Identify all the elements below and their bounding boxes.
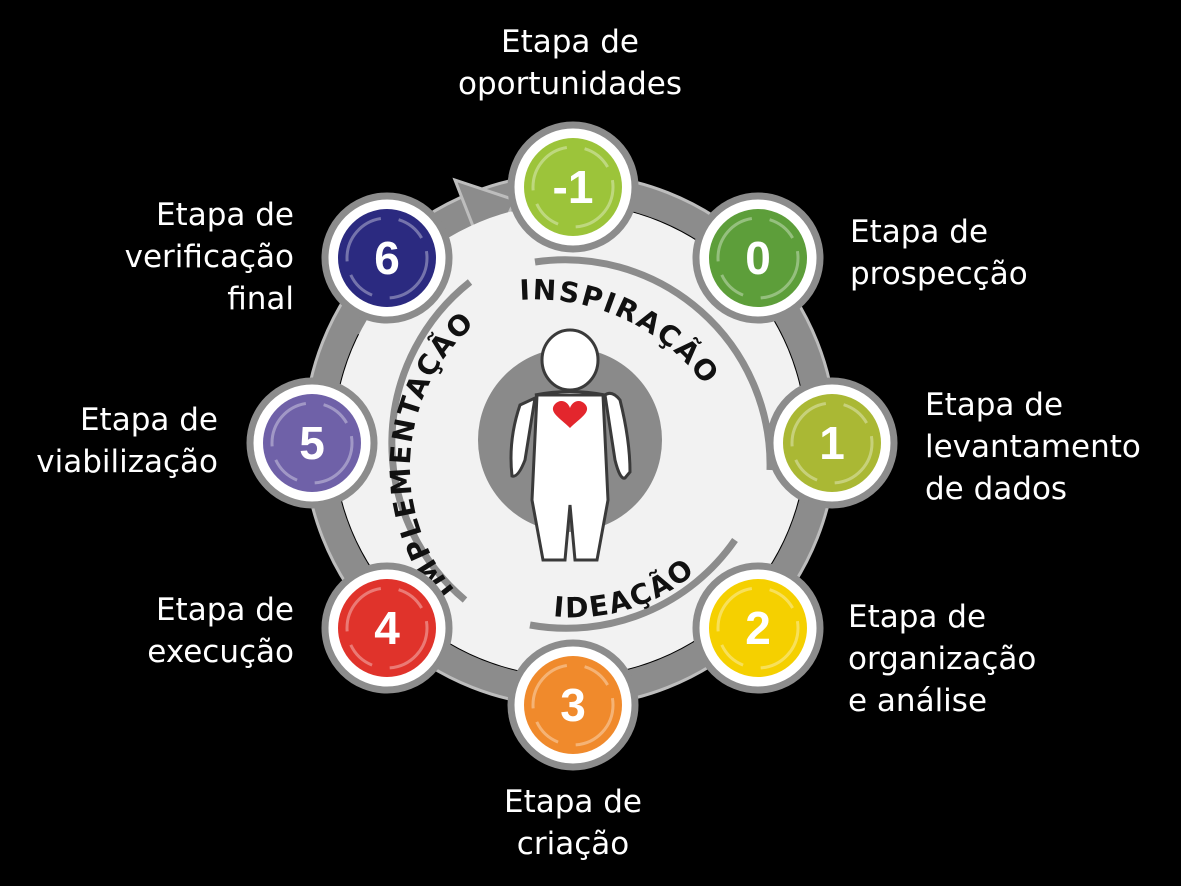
stage-label-line: Etapa de <box>80 402 218 438</box>
ideation-arc <box>529 538 738 632</box>
stage-node-6: 6 <box>321 192 453 324</box>
stage-node-brush <box>790 401 874 485</box>
stage-node-5: 5 <box>246 377 378 509</box>
stage-label--1: Etapa de oportunidades <box>458 24 682 102</box>
inspiration-arc <box>534 256 774 471</box>
stage-node-brush <box>716 216 800 300</box>
stage-node-fill <box>783 394 881 492</box>
stage-number: 2 <box>745 602 771 654</box>
stage-label-line: verificação <box>125 239 294 275</box>
stage-label-line: viabilização <box>36 444 218 480</box>
stage-number: 4 <box>374 602 400 654</box>
stage-node-brush <box>531 663 615 747</box>
stage-node-fill <box>338 579 436 677</box>
stage-number: 0 <box>745 232 771 284</box>
stage-node-4: 4 <box>321 562 453 694</box>
stage-node-fill <box>263 394 361 492</box>
stage-number: 6 <box>374 232 400 284</box>
stage-node--1: -1 <box>507 121 639 253</box>
stage-label-3: Etapa de criação <box>504 784 642 862</box>
stage-number: -1 <box>553 161 594 213</box>
stage-label-line: final <box>227 281 294 317</box>
stage-label-line: Etapa de <box>925 387 1063 423</box>
stage-label-line: Etapa de <box>850 214 988 250</box>
stage-label-5: Etapa de viabilização <box>36 402 218 480</box>
stage-label-line: criação <box>517 826 629 862</box>
heart-icon <box>552 401 588 428</box>
stage-label-2: Etapa de organização e análise <box>848 599 1036 719</box>
stage-number: 5 <box>299 417 325 469</box>
stage-node-2: 2 <box>692 562 824 694</box>
stage-node-fill <box>524 138 622 236</box>
stage-node-0: 0 <box>692 192 824 324</box>
stage-node-fill <box>709 209 807 307</box>
person-figure-icon <box>509 328 632 562</box>
stage-number: 3 <box>560 679 586 731</box>
implementation-arc <box>388 279 473 603</box>
stage-node-3: 3 <box>507 639 639 771</box>
stage-nodes: -1 0 1 2 3 4 5 6 <box>246 121 898 771</box>
stage-node-fill <box>709 579 807 677</box>
stage-node-fill <box>524 656 622 754</box>
stage-label-line: prospecção <box>850 256 1028 292</box>
stage-node-brush <box>345 586 429 670</box>
stage-node-1: 1 <box>766 377 898 509</box>
stage-label-4: Etapa de execução <box>147 592 294 670</box>
stage-label-line: de dados <box>925 471 1067 507</box>
stage-label-line: Etapa de <box>848 599 986 635</box>
stage-node-brush <box>270 401 354 485</box>
stage-node-brush <box>716 586 800 670</box>
stage-label-line: levantamento <box>925 429 1141 465</box>
stage-label-line: organização <box>848 641 1036 677</box>
stage-label-6: Etapa de verificação final <box>125 197 294 317</box>
stage-label-1: Etapa de levantamento de dados <box>925 387 1141 507</box>
stage-label-line: Etapa de <box>501 24 639 60</box>
stage-label-line: e análise <box>848 683 987 719</box>
stage-label-0: Etapa de prospecção <box>850 214 1028 292</box>
stage-node-brush <box>531 145 615 229</box>
stage-label-line: oportunidades <box>458 66 682 102</box>
stage-label-line: execução <box>147 634 294 670</box>
stage-number: 1 <box>819 417 845 469</box>
stage-label-line: Etapa de <box>156 197 294 233</box>
stage-label-line: Etapa de <box>504 784 642 820</box>
stage-node-brush <box>345 216 429 300</box>
stage-label-line: Etapa de <box>156 592 294 628</box>
stage-node-fill <box>338 209 436 307</box>
